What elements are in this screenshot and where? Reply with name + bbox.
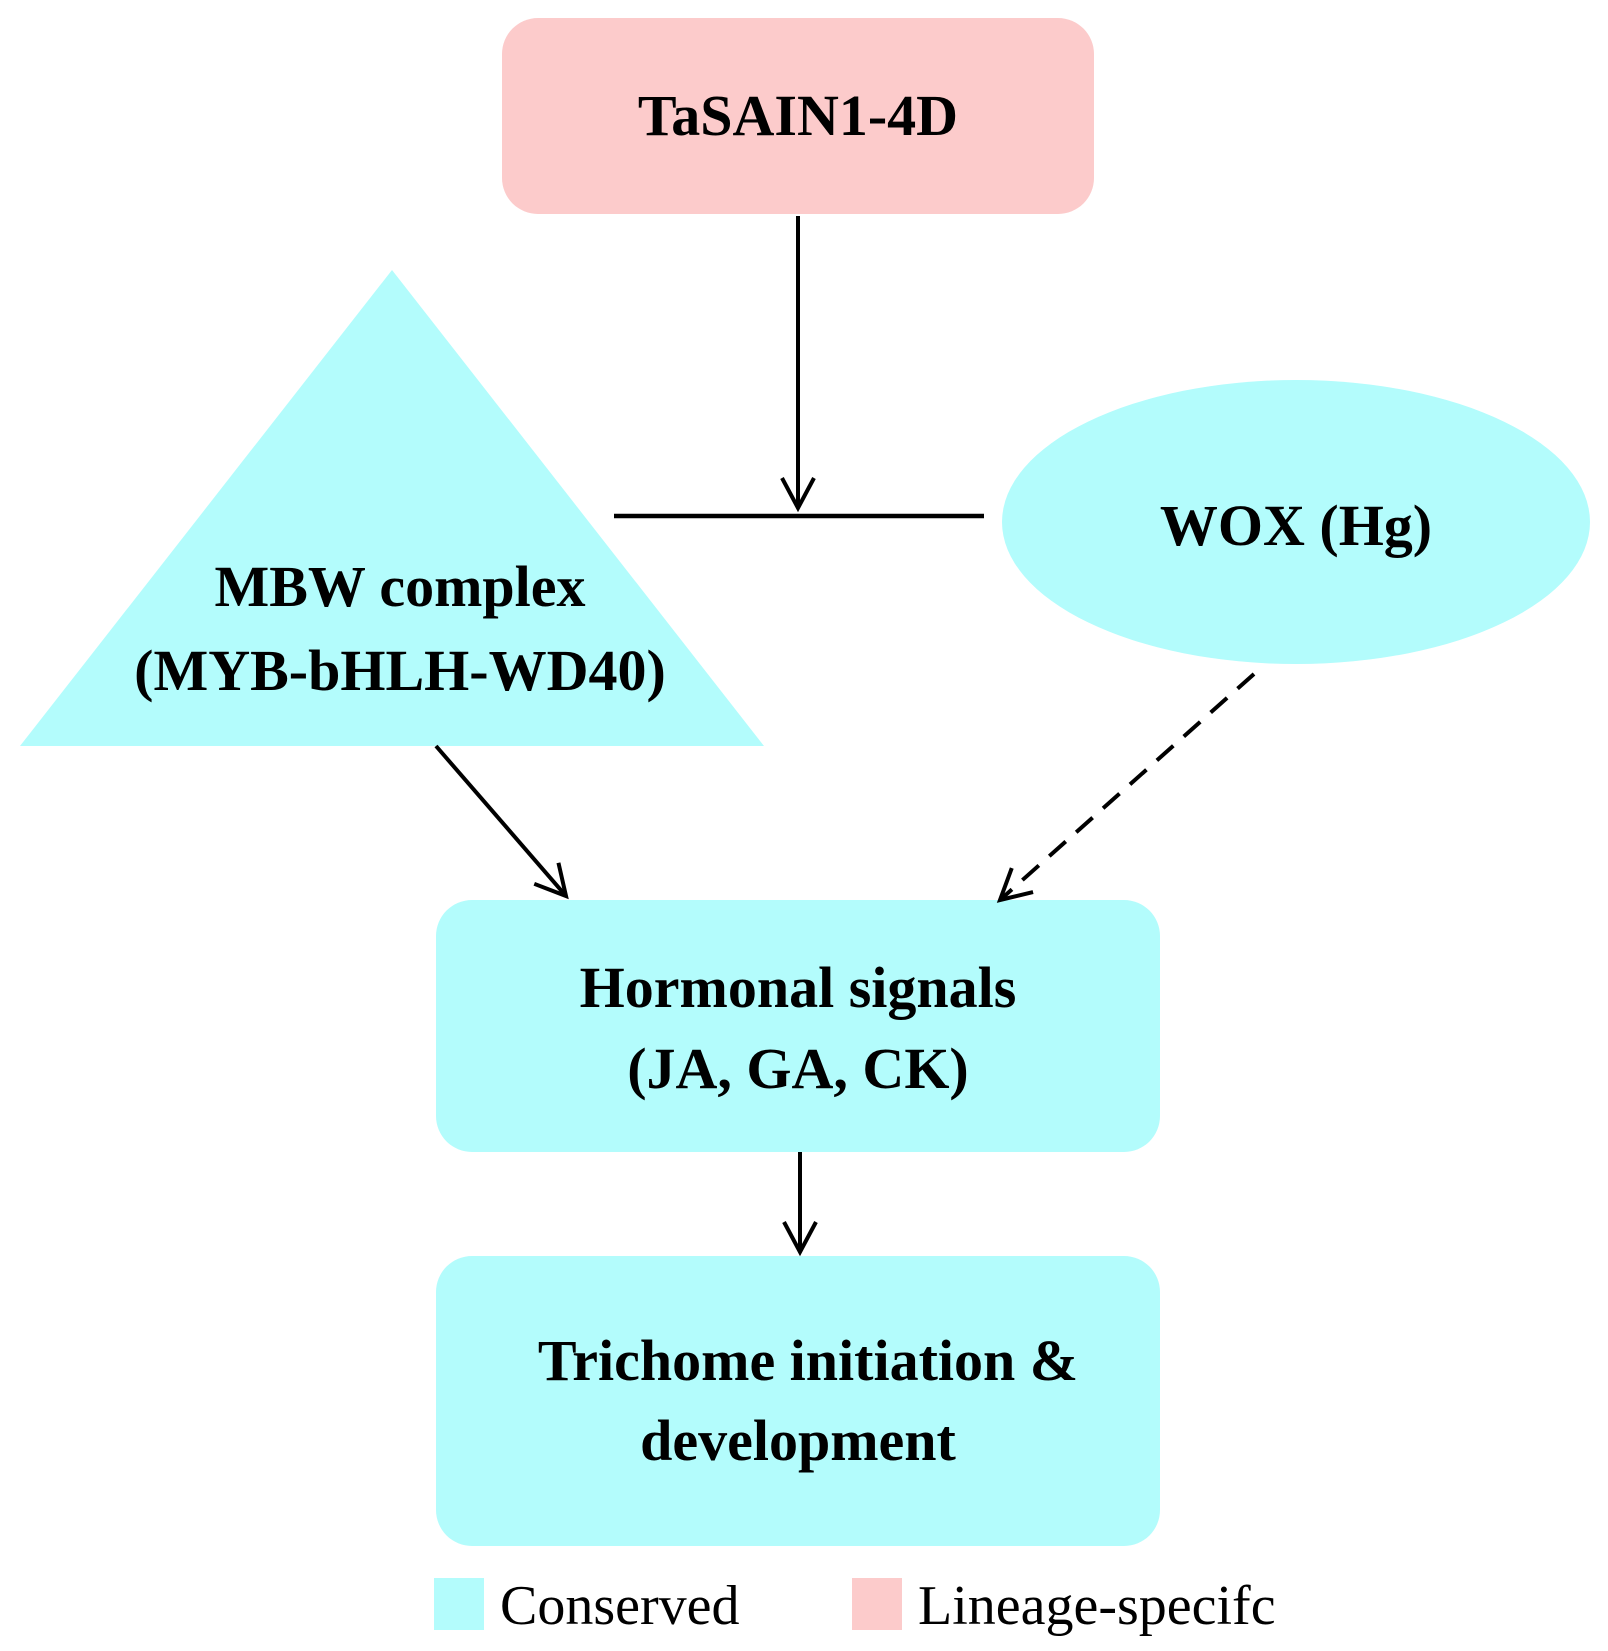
mbw-label-line2: (MYB-bHLH-WD40): [134, 638, 666, 703]
wox-ellipse: [1002, 380, 1590, 664]
mbw-label-line1: MBW complex: [214, 554, 585, 619]
wox-to-hormonal-dashed-arrow: [996, 672, 1256, 903]
hormonal-label-line2: (JA, GA, CK): [627, 1036, 969, 1101]
legend: Conserved Lineage-specifc: [434, 1575, 1276, 1637]
mbw-to-hormonal-arrow: [434, 744, 569, 900]
legend-conserved-label: Conserved: [500, 1575, 740, 1637]
hormonal-label-line1: Hormonal signals: [580, 955, 1017, 1020]
trichome-label-line2: development: [640, 1408, 956, 1473]
trichome-label-line1: Trichome initiation &: [538, 1328, 1078, 1393]
wox-node: WOX (Hg): [1002, 380, 1590, 664]
wox-label: WOX (Hg): [1160, 493, 1432, 558]
legend-lineage-swatch: [852, 1578, 902, 1630]
trichome-node: Trichome initiation & development: [436, 1256, 1160, 1546]
tasain-box: [502, 18, 1094, 214]
tasain-node: TaSAIN1-4D: [502, 18, 1094, 214]
tasain-label: TaSAIN1-4D: [638, 83, 958, 148]
mbw-triangle: [20, 270, 764, 746]
hormonal-box: [436, 900, 1160, 1152]
legend-conserved-swatch: [434, 1578, 484, 1630]
hormonal-node: Hormonal signals (JA, GA, CK): [436, 900, 1160, 1152]
legend-lineage-label: Lineage-specifc: [918, 1575, 1276, 1637]
mbw-node: MBW complex (MYB-bHLH-WD40): [20, 270, 764, 746]
trichome-box: [436, 1256, 1160, 1546]
